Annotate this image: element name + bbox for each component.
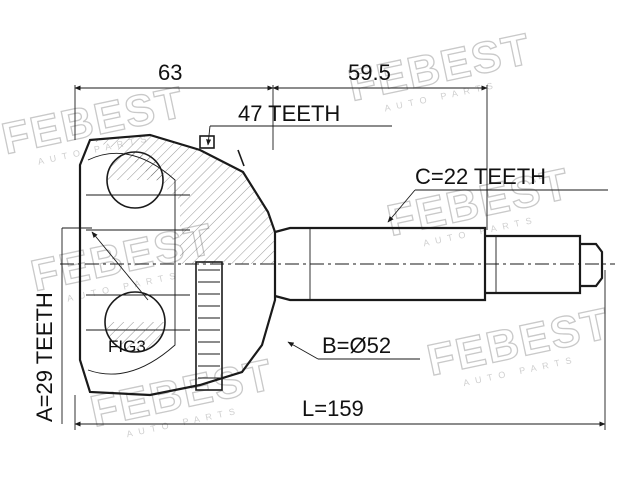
seal-clip xyxy=(199,135,245,167)
dimension-lines xyxy=(61,85,608,430)
abs-ring xyxy=(195,261,223,391)
figure-label: FIG3 xyxy=(108,337,146,356)
dim-inner-teeth: A=29 TEETH xyxy=(32,292,57,422)
dim-outer-teeth: 47 TEETH xyxy=(238,101,340,126)
dim-shaft-teeth: C=22 TEETH xyxy=(415,164,546,189)
drive-shaft xyxy=(274,226,604,302)
dim-length-left: 63 xyxy=(158,60,182,85)
dim-length-right: 59.5 xyxy=(348,60,391,85)
dim-abs-diameter: B=Ø52 xyxy=(322,333,391,358)
dim-total-length: L=159 xyxy=(302,396,364,421)
ball-cage xyxy=(104,151,166,353)
